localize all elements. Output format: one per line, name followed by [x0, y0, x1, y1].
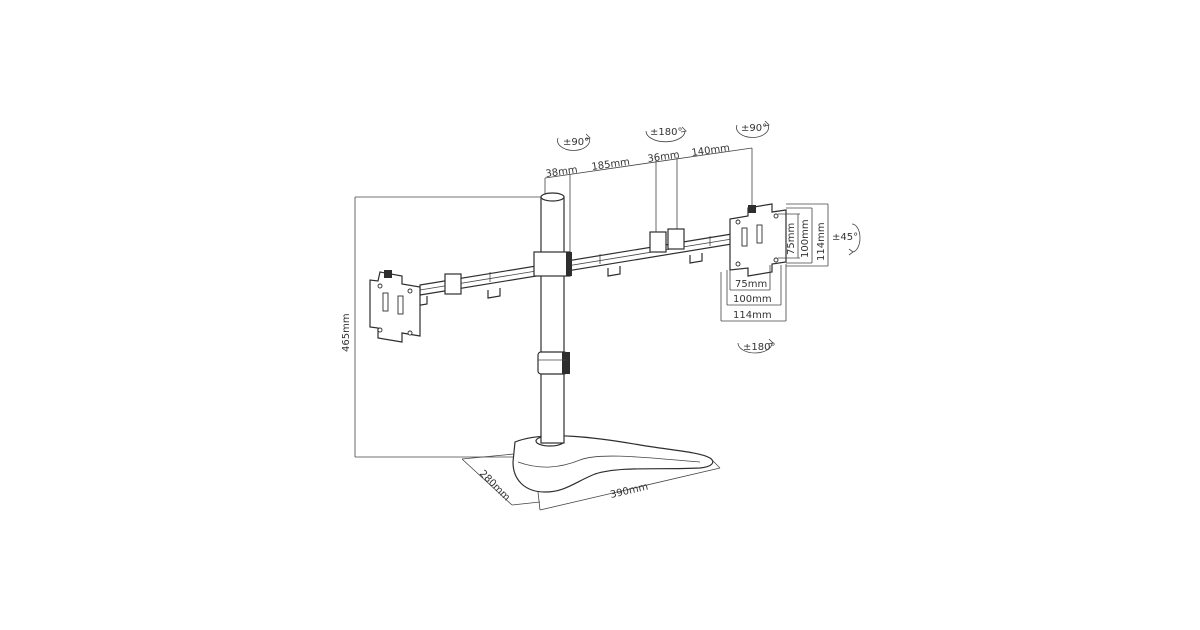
right-vesa-plate [729, 203, 787, 277]
rotation-marker-left-tilt: ±90° [557, 133, 591, 151]
svg-text:±180°: ±180° [743, 342, 775, 353]
arm-outer-length-label: 140mm [691, 143, 731, 159]
svg-text:±180°: ±180° [650, 127, 682, 138]
vesa-75-width-label: 75mm [735, 279, 767, 290]
joint-length-label: 36mm [647, 150, 680, 165]
svg-text:±45°: ±45° [832, 232, 858, 243]
stand-pole [537, 192, 570, 444]
vesa-height-dimensions: 75mm 100mm 114mm [778, 203, 829, 267]
vesa-75-height-label: 75mm [786, 223, 797, 255]
svg-text:±90°: ±90° [741, 123, 767, 134]
height-dimension: 465mm [341, 196, 545, 458]
vesa-100-height-label: 100mm [800, 219, 811, 258]
base-width-label: 390mm [609, 482, 649, 501]
stand-base [512, 435, 714, 493]
left-vesa-plate [369, 270, 421, 343]
vesa-114-height-label: 114mm [816, 222, 827, 261]
vesa-114-width-label: 114mm [733, 310, 772, 321]
pole-diameter-label: 38mm [545, 165, 578, 180]
vesa-width-dimensions: 75mm 100mm 114mm [720, 264, 787, 322]
base-depth-label: 280mm [477, 468, 512, 503]
rotation-marker-plate-swivel: ±180° [737, 338, 775, 354]
rotation-marker-center-swivel: ±180° [645, 126, 687, 143]
height-label: 465mm [341, 313, 352, 352]
rotation-marker-right-tilt: ±90° [736, 120, 770, 138]
svg-text:±90°: ±90° [563, 137, 589, 148]
dual-arm-bar [414, 228, 739, 307]
arm-inner-length-label: 185mm [591, 157, 631, 173]
rotation-marker-plate-rotation: ±45° [832, 223, 861, 256]
vesa-100-width-label: 100mm [733, 294, 772, 305]
